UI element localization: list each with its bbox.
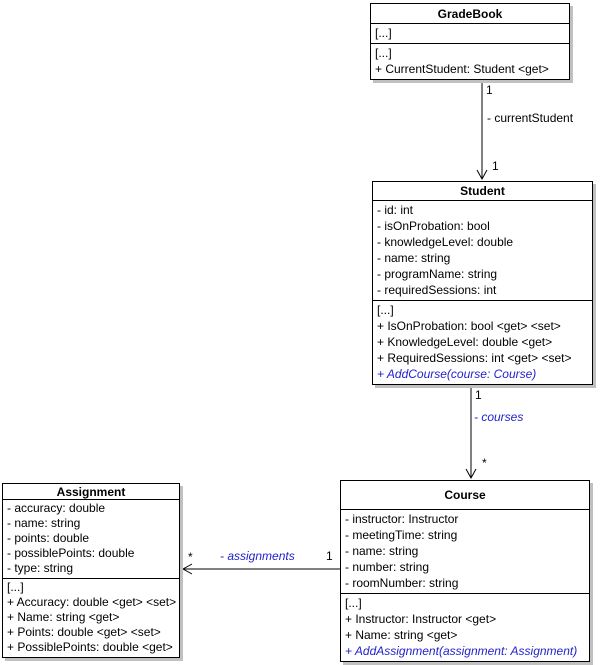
member-row: + Instructor: Instructor <get>: [345, 612, 497, 626]
class-student-attributes: - id: int - isOnProbation: bool - knowle…: [373, 200, 592, 300]
class-assignment[interactable]: Assignment - accuracy: double - name: st…: [2, 483, 180, 658]
class-gradebook-title: GradeBook: [437, 6, 503, 21]
class-student[interactable]: Student - id: int - isOnProbation: bool …: [372, 181, 593, 385]
multiplicity-gradebook-end: 1: [486, 83, 493, 97]
member-row: - number: string: [345, 560, 430, 574]
member-row: - id: int: [377, 203, 414, 217]
member-row: - roomNumber: string: [345, 576, 459, 590]
class-gradebook-operations: [...] + CurrentStudent: Student <get>: [371, 43, 569, 79]
member-row: [...]: [375, 46, 392, 60]
member-row: + RequiredSessions: int <get> <set>: [377, 351, 572, 365]
member-row: + IsOnProbation: bool <get> <set>: [377, 319, 561, 333]
association-gradebook-student: [476, 80, 488, 181]
member-row: [...]: [377, 303, 394, 317]
member-row: + Accuracy: double <get> <set>: [7, 595, 177, 609]
member-row: + Name: string <get>: [7, 610, 120, 624]
member-row: - type: string: [7, 561, 74, 575]
member-row-method: + AddCourse(course: Course): [377, 367, 537, 381]
member-row: - name: string: [7, 516, 81, 530]
multiplicity-student-source-end: 1: [475, 388, 482, 402]
multiplicity-student-end: 1: [492, 159, 499, 173]
class-student-operations: [...] + IsOnProbation: bool <get> <set> …: [373, 300, 592, 384]
association-student-course: [465, 385, 477, 480]
member-row: + Name: string <get>: [345, 628, 458, 642]
role-label-assignments: - assignments: [220, 549, 295, 563]
class-gradebook[interactable]: GradeBook [...] [...] + CurrentStudent: …: [370, 3, 570, 80]
class-course-operations: [...] + Instructor: Instructor <get> + N…: [341, 593, 589, 661]
class-gradebook-attributes: [...]: [371, 23, 569, 43]
member-row: [...]: [375, 26, 392, 40]
multiplicity-course-end: *: [482, 456, 487, 470]
member-row: + PossiblePoints: double <get>: [7, 640, 173, 654]
class-course[interactable]: Course - instructor: Instructor - meetin…: [340, 480, 590, 662]
member-row: - programName: string: [377, 267, 498, 281]
member-row: - requiredSessions: int: [377, 283, 497, 297]
member-row: - name: string: [345, 544, 419, 558]
class-assignment-title: Assignment: [56, 484, 126, 499]
multiplicity-course-source-end: 1: [326, 549, 333, 563]
member-row: [...]: [345, 596, 362, 610]
member-row: - points: double: [7, 531, 90, 545]
multiplicity-assignment-end: *: [188, 550, 193, 564]
member-row: - possiblePoints: double: [7, 546, 135, 560]
member-row: + Points: double <get> <set>: [7, 625, 161, 639]
association-course-assignment: [181, 563, 340, 575]
member-row: - name: string: [377, 251, 451, 265]
member-row-method: + AddAssignment(assignment: Assignment): [345, 644, 578, 658]
class-course-attributes: - instructor: Instructor - meetingTime: …: [341, 509, 589, 593]
member-row: [...]: [7, 580, 24, 594]
member-row: - knowledgeLevel: double: [377, 235, 514, 249]
role-label-courses: - courses: [474, 410, 524, 424]
class-assignment-attributes: - accuracy: double - name: string - poin…: [3, 499, 179, 578]
member-row: - isOnProbation: bool: [377, 219, 490, 233]
class-assignment-operations: [...] + Accuracy: double <get> <set> + N…: [3, 578, 179, 657]
class-student-title: Student: [460, 184, 505, 198]
member-row: - accuracy: double: [7, 501, 106, 515]
member-row: + CurrentStudent: Student <get>: [375, 62, 549, 76]
class-course-title: Course: [444, 488, 486, 502]
member-row: + KnowledgeLevel: double <get>: [377, 335, 553, 349]
role-label-currentstudent: - currentStudent: [487, 111, 574, 125]
member-row: - instructor: Instructor: [345, 512, 459, 526]
member-row: - meetingTime: string: [345, 528, 458, 542]
